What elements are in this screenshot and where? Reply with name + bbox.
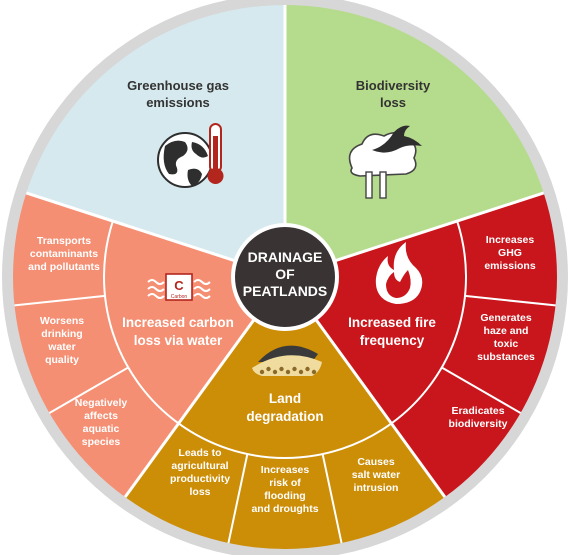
center-circle [231,223,339,331]
water-sector [12,192,286,498]
carbon-sublabel: Carbon [171,294,188,300]
effect-ring-border [178,422,392,459]
ghg-sector [26,5,286,277]
land-sector [125,277,445,549]
globe-thermometer-icon [157,123,224,188]
effect-divider [227,453,249,544]
effect-ring-border [390,220,467,425]
carbon-symbol: C [174,278,184,293]
flame-icon [375,242,423,304]
soil-mound-icon [252,345,322,376]
effect-divider [48,366,129,414]
effect-divider [441,366,522,414]
effect-divider [14,294,106,307]
bird-tree-icon [348,125,422,199]
effect-ring-border [103,220,180,425]
effect-divider [464,294,556,307]
effect-divider [321,453,343,544]
fire-sector [285,192,557,498]
